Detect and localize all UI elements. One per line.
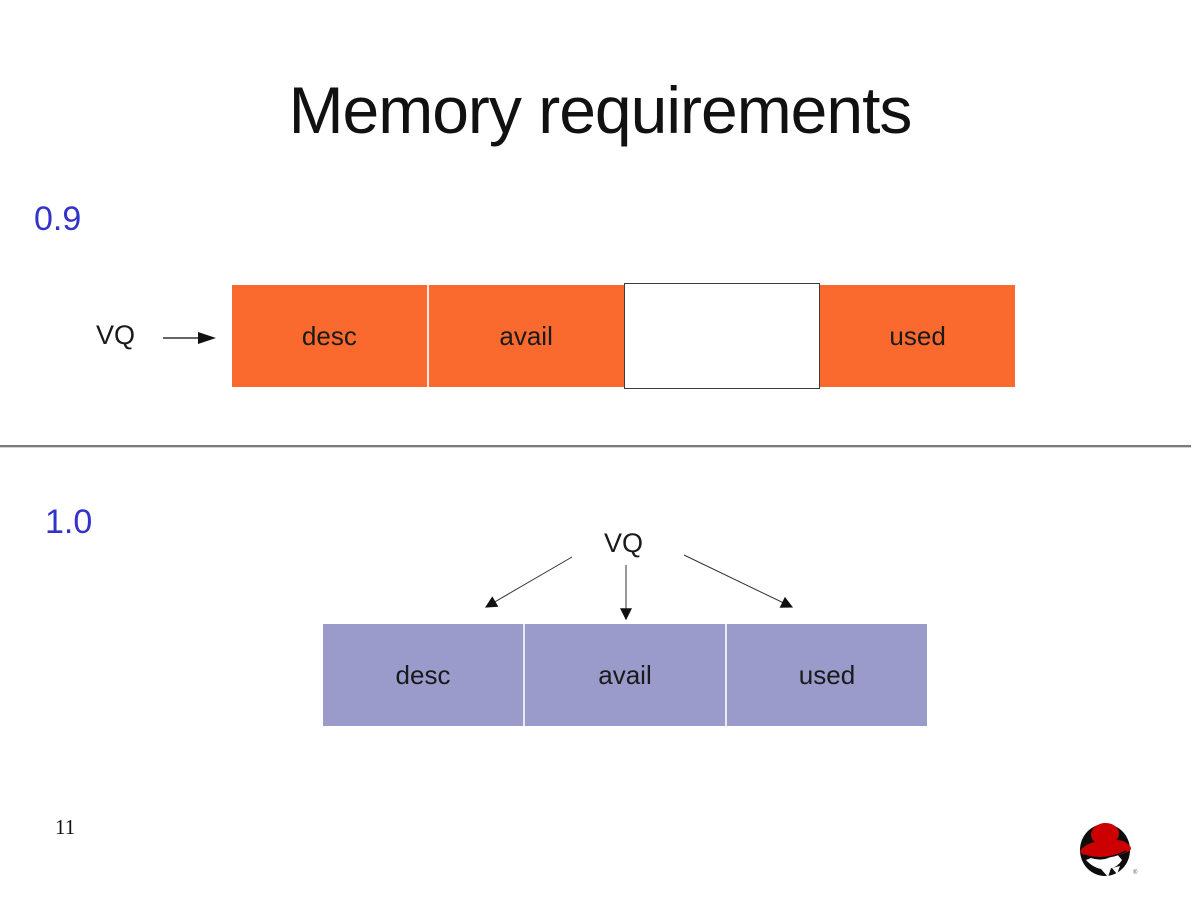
- slide-title: Memory requirements: [288, 73, 913, 147]
- v09-pointer-arrow: [163, 332, 216, 344]
- segment-label: used: [798, 659, 856, 690]
- v09-segment-desc: desc: [232, 285, 429, 387]
- segment-label: desc: [301, 320, 357, 351]
- segment-label: desc: [395, 659, 451, 690]
- segment-label: used: [889, 320, 946, 351]
- v09-segment-empty: [623, 283, 821, 389]
- v09-vq-label: VQ: [96, 320, 136, 350]
- version-label-09: 0.9: [34, 200, 82, 238]
- v10-segment-desc: desc: [323, 624, 525, 726]
- section-divider: [0, 445, 1191, 448]
- v10-memory-bar: desc avail used: [323, 624, 927, 726]
- v10-segment-used: used: [727, 624, 927, 726]
- segment-label: avail: [499, 320, 553, 351]
- v10-segment-avail: avail: [525, 624, 727, 726]
- v09-segment-used: used: [820, 285, 1015, 387]
- version-label-10: 1.0: [45, 503, 93, 541]
- page-number: 11: [55, 815, 76, 839]
- redhat-shadowman-logo-icon: ®: [1080, 822, 1138, 877]
- v09-segment-avail: avail: [428, 285, 624, 387]
- v10-vq-label: VQ: [604, 528, 644, 558]
- registered-mark: ®: [1133, 869, 1138, 876]
- segment-label: avail: [598, 659, 652, 690]
- v10-pointer-arrows: [484, 554, 794, 621]
- v09-memory-bar: desc avail used: [232, 283, 1015, 389]
